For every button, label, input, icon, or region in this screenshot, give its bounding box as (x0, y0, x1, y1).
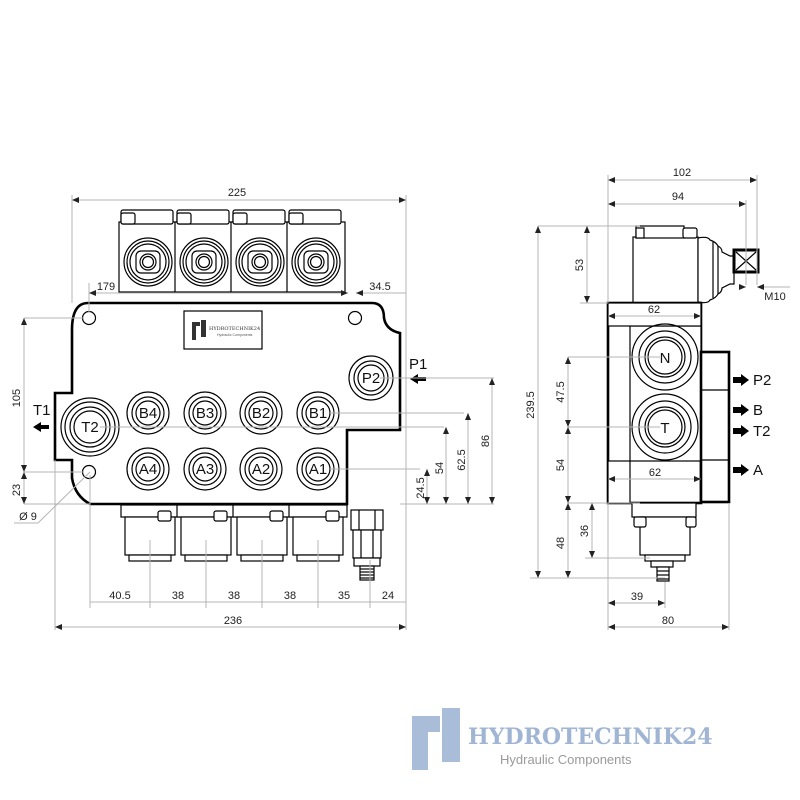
arrow-p2-icon (733, 374, 749, 386)
port-a1-label: A1 (309, 461, 327, 478)
port-t2-label: T2 (81, 419, 99, 436)
logo-brand-text: HYDROTECHNIK24 (209, 326, 260, 332)
dim-overall-width: 102 (673, 167, 691, 179)
dim-bottom-48: 48 (555, 537, 567, 549)
dim-to-connector: 94 (672, 191, 684, 203)
dim-body-width-bottom: 62 (649, 467, 661, 479)
dim-spacing-0: 40.5 (109, 590, 130, 602)
dim-overall-top: 225 (228, 187, 246, 199)
logo-sub-text: Hydraulic Components (217, 333, 253, 337)
spool-label-n: N (660, 350, 671, 367)
port-b3-label: B3 (196, 405, 214, 422)
dim-height-holes: 105 (11, 389, 23, 407)
port-a3-label: A3 (196, 461, 214, 478)
arrow-b-icon (733, 404, 749, 416)
port-a2-label: A2 (252, 461, 270, 478)
port-b2-label: B2 (252, 405, 270, 422)
dim-spacing-5: 24 (382, 590, 394, 602)
arrow-t2-icon (733, 425, 749, 437)
dim-total-height: 239.5 (525, 391, 537, 419)
port-a4-label: A4 (139, 461, 157, 478)
dim-spacing-3: 38 (284, 590, 296, 602)
dim-t-spacing: 54 (555, 459, 567, 471)
port-b3: B3 (188, 396, 222, 430)
dim-right-offset: 34.5 (369, 281, 390, 293)
dim-left-offset: 179 (97, 281, 115, 293)
port-b2: B2 (244, 396, 278, 430)
mount-hole-top-left (81, 310, 97, 326)
dim-overall-bottom: 236 (224, 615, 242, 627)
side-solenoid-coil (632, 236, 699, 304)
dim-spacing-1: 38 (172, 590, 184, 602)
dim-t-row: 62.5 (456, 449, 468, 470)
dim-spacing-2: 38 (228, 590, 240, 602)
dim-solenoid-height: 53 (574, 259, 586, 271)
side-port-block (699, 350, 731, 504)
front-view: HYDROTECHNIK24 Hydraulic Components P2T2… (11, 187, 495, 630)
spool-label-t: T (660, 420, 669, 437)
brand-logo-box: HYDROTECHNIK24 Hydraulic Components (183, 310, 263, 350)
solenoid-1 (118, 209, 178, 293)
side-port-label-a: A (753, 462, 763, 479)
side-port-label-b: B (753, 402, 763, 419)
port-p2-label: P2 (362, 370, 380, 387)
dim-b-row: 54 (434, 462, 446, 474)
side-port-label-t2: T2 (753, 423, 771, 440)
dim-n-spacing: 47.5 (555, 381, 567, 402)
dim-hole-diameter: Ø 9 (19, 511, 37, 523)
side-view: N T P2B T2A (525, 167, 790, 630)
port-b4-label: B4 (139, 405, 157, 422)
arrow-t1-icon (33, 422, 49, 432)
dim-offset-39: 39 (631, 591, 643, 603)
watermark-sub-text: Hydraulic Components (500, 752, 632, 767)
port-a4: A4 (131, 452, 165, 486)
label-p1: P1 (409, 356, 427, 373)
solenoid-2 (174, 209, 234, 293)
watermark-brand-text: HYDROTECHNIK24 (468, 724, 713, 750)
mount-hole-top-right (347, 310, 363, 326)
dim-a-row: 24.5 (415, 477, 427, 498)
dim-spacing-4: 35 (338, 590, 350, 602)
mount-hole-bottom-left (81, 464, 97, 480)
arrow-p1-icon (410, 374, 426, 384)
dim-hole-bottom: 23 (11, 484, 23, 496)
port-b4: B4 (131, 396, 165, 430)
dim-width-80: 80 (662, 615, 674, 627)
dim-p-row: 86 (480, 435, 492, 447)
solenoid-3 (230, 209, 290, 293)
connector-bellows (697, 236, 735, 304)
port-b1-label: B1 (309, 405, 327, 422)
brand-watermark: HYDROTECHNIK24 Hydraulic Components (412, 708, 713, 770)
pressure-fitting (350, 509, 384, 581)
label-t1: T1 (33, 402, 51, 419)
port-a3: A3 (188, 452, 222, 486)
dim-body-width-top: 62 (648, 304, 660, 316)
dim-thread: M10 (764, 291, 785, 303)
port-t2: T2 (69, 406, 111, 448)
arrow-a-icon (733, 464, 749, 476)
side-port-label-p2: P2 (753, 372, 771, 389)
port-a2: A2 (244, 452, 278, 486)
solenoid-4 (286, 209, 346, 293)
dim-bottom-36: 36 (579, 525, 591, 537)
